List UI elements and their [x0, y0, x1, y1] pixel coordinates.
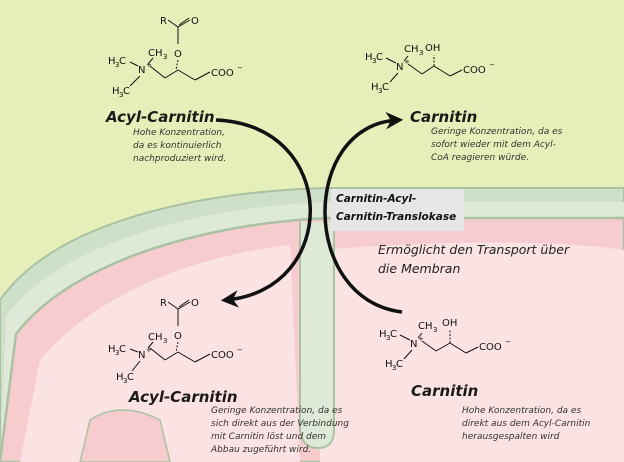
svg-text:3: 3 — [392, 364, 396, 372]
svg-text:H: H — [365, 52, 373, 63]
carnitin-outside-note: Geringe Konzentration, da es sofort wied… — [431, 126, 562, 165]
note-line: Geringe Konzentration, da es — [211, 406, 343, 416]
acyl-carnitin-inside-title: Acyl-Carnitin — [129, 388, 238, 406]
svg-text:OH: OH — [442, 318, 457, 329]
svg-text:O: O — [191, 16, 199, 27]
svg-text:+: + — [146, 61, 152, 69]
svg-text:COO: COO — [211, 350, 234, 361]
svg-text:R: R — [160, 16, 167, 27]
svg-text:N: N — [138, 65, 145, 76]
svg-text:−: − — [505, 338, 511, 346]
svg-text:C: C — [127, 372, 134, 383]
svg-text:3: 3 — [163, 53, 167, 61]
description-line: Ermöglicht den Transport über — [378, 242, 570, 257]
svg-text:+: + — [418, 335, 424, 343]
transport-description: Ermöglicht den Transport über die Membra… — [378, 240, 569, 278]
crista-left — [299, 222, 335, 450]
svg-text:C: C — [123, 86, 130, 97]
svg-text:CH: CH — [404, 44, 419, 55]
svg-text:N: N — [138, 350, 145, 361]
svg-text:C: C — [390, 329, 397, 340]
svg-text:C: C — [396, 359, 403, 370]
svg-text:H: H — [108, 56, 116, 67]
svg-text:COO: COO — [479, 342, 502, 353]
svg-text:O: O — [174, 331, 182, 342]
svg-text:COO: COO — [211, 68, 234, 79]
svg-text:C: C — [382, 82, 389, 93]
note-line: herausgespalten wird — [462, 432, 560, 442]
svg-text:C: C — [376, 52, 383, 63]
svg-text:OH: OH — [425, 43, 440, 54]
svg-text:−: − — [489, 61, 495, 69]
svg-text:COO: COO — [463, 65, 486, 76]
svg-text:−: − — [237, 346, 243, 354]
svg-text:CH: CH — [148, 332, 163, 343]
svg-text:H: H — [108, 344, 116, 355]
description-line: die Membran — [378, 261, 461, 276]
note-line: CoA reagieren würde. — [431, 153, 529, 163]
note-line: Hohe Konzentration, — [133, 128, 225, 138]
svg-text:N: N — [396, 62, 403, 73]
note-line: da es kontinuierlich — [133, 141, 222, 151]
carnitin-outside-title: Carnitin — [410, 108, 478, 126]
translokase-line: Carnitin-Translokase — [336, 211, 457, 223]
svg-text:H: H — [371, 82, 379, 93]
svg-text:3: 3 — [119, 91, 123, 99]
svg-text:3: 3 — [419, 49, 423, 57]
translokase-label: Carnitin-Acyl- Carnitin-Translokase — [331, 189, 464, 231]
svg-text:R: R — [160, 298, 167, 309]
svg-text:3: 3 — [123, 377, 127, 385]
note-line: nachproduziert wird. — [133, 154, 227, 164]
note-line: sofort wieder mit dem Acyl- — [431, 140, 556, 150]
svg-text:O: O — [191, 298, 199, 309]
svg-text:H: H — [379, 329, 387, 340]
svg-text:H: H — [116, 372, 124, 383]
svg-text:O: O — [174, 49, 182, 60]
svg-text:3: 3 — [386, 334, 390, 342]
crista-middle — [79, 409, 171, 462]
note-line: Hohe Konzentration, da es — [462, 406, 582, 416]
svg-text:−: − — [237, 64, 243, 72]
note-line: direkt aus dem Acyl-Carnitin — [462, 419, 591, 429]
carnitin-inside-note: Hohe Konzentration, da es direkt aus dem… — [462, 405, 590, 444]
matrix-light-right — [320, 242, 624, 462]
svg-text:N: N — [410, 339, 417, 350]
arrow-acyl-carnitin-into-matrix — [215, 118, 312, 308]
svg-text:C: C — [119, 56, 126, 67]
svg-text:3: 3 — [163, 337, 167, 345]
svg-text:CH: CH — [148, 48, 163, 59]
acyl-carnitin-outside-title: Acyl-Carnitin — [106, 108, 215, 126]
svg-text:C: C — [119, 344, 126, 355]
carnitin-inside-title: Carnitin — [411, 382, 479, 400]
svg-text:3: 3 — [372, 57, 376, 65]
note-line: sich direkt aus der Verbindung — [211, 419, 349, 429]
svg-text:+: + — [404, 58, 410, 66]
translokase-line: Carnitin-Acyl- — [336, 193, 417, 205]
svg-text:3: 3 — [115, 349, 119, 357]
svg-text:H: H — [385, 359, 393, 370]
arrow-carnitin-out-of-matrix — [323, 111, 404, 314]
svg-text:+: + — [146, 346, 152, 354]
note-line: mit Carnitin löst und dem — [211, 432, 327, 442]
svg-text:H: H — [112, 86, 120, 97]
svg-text:3: 3 — [433, 326, 437, 334]
note-line: Geringe Konzentration, da es — [431, 127, 563, 137]
note-line: Abbau zugeführt wird. — [211, 445, 312, 455]
svg-text:CH: CH — [418, 321, 433, 332]
acyl-carnitin-inside-note: Geringe Konzentration, da es sich direkt… — [211, 405, 349, 457]
svg-text:3: 3 — [378, 87, 382, 95]
acyl-carnitin-outside-note: Hohe Konzentration, da es kontinuierlich… — [133, 127, 226, 166]
svg-text:3: 3 — [115, 61, 119, 69]
